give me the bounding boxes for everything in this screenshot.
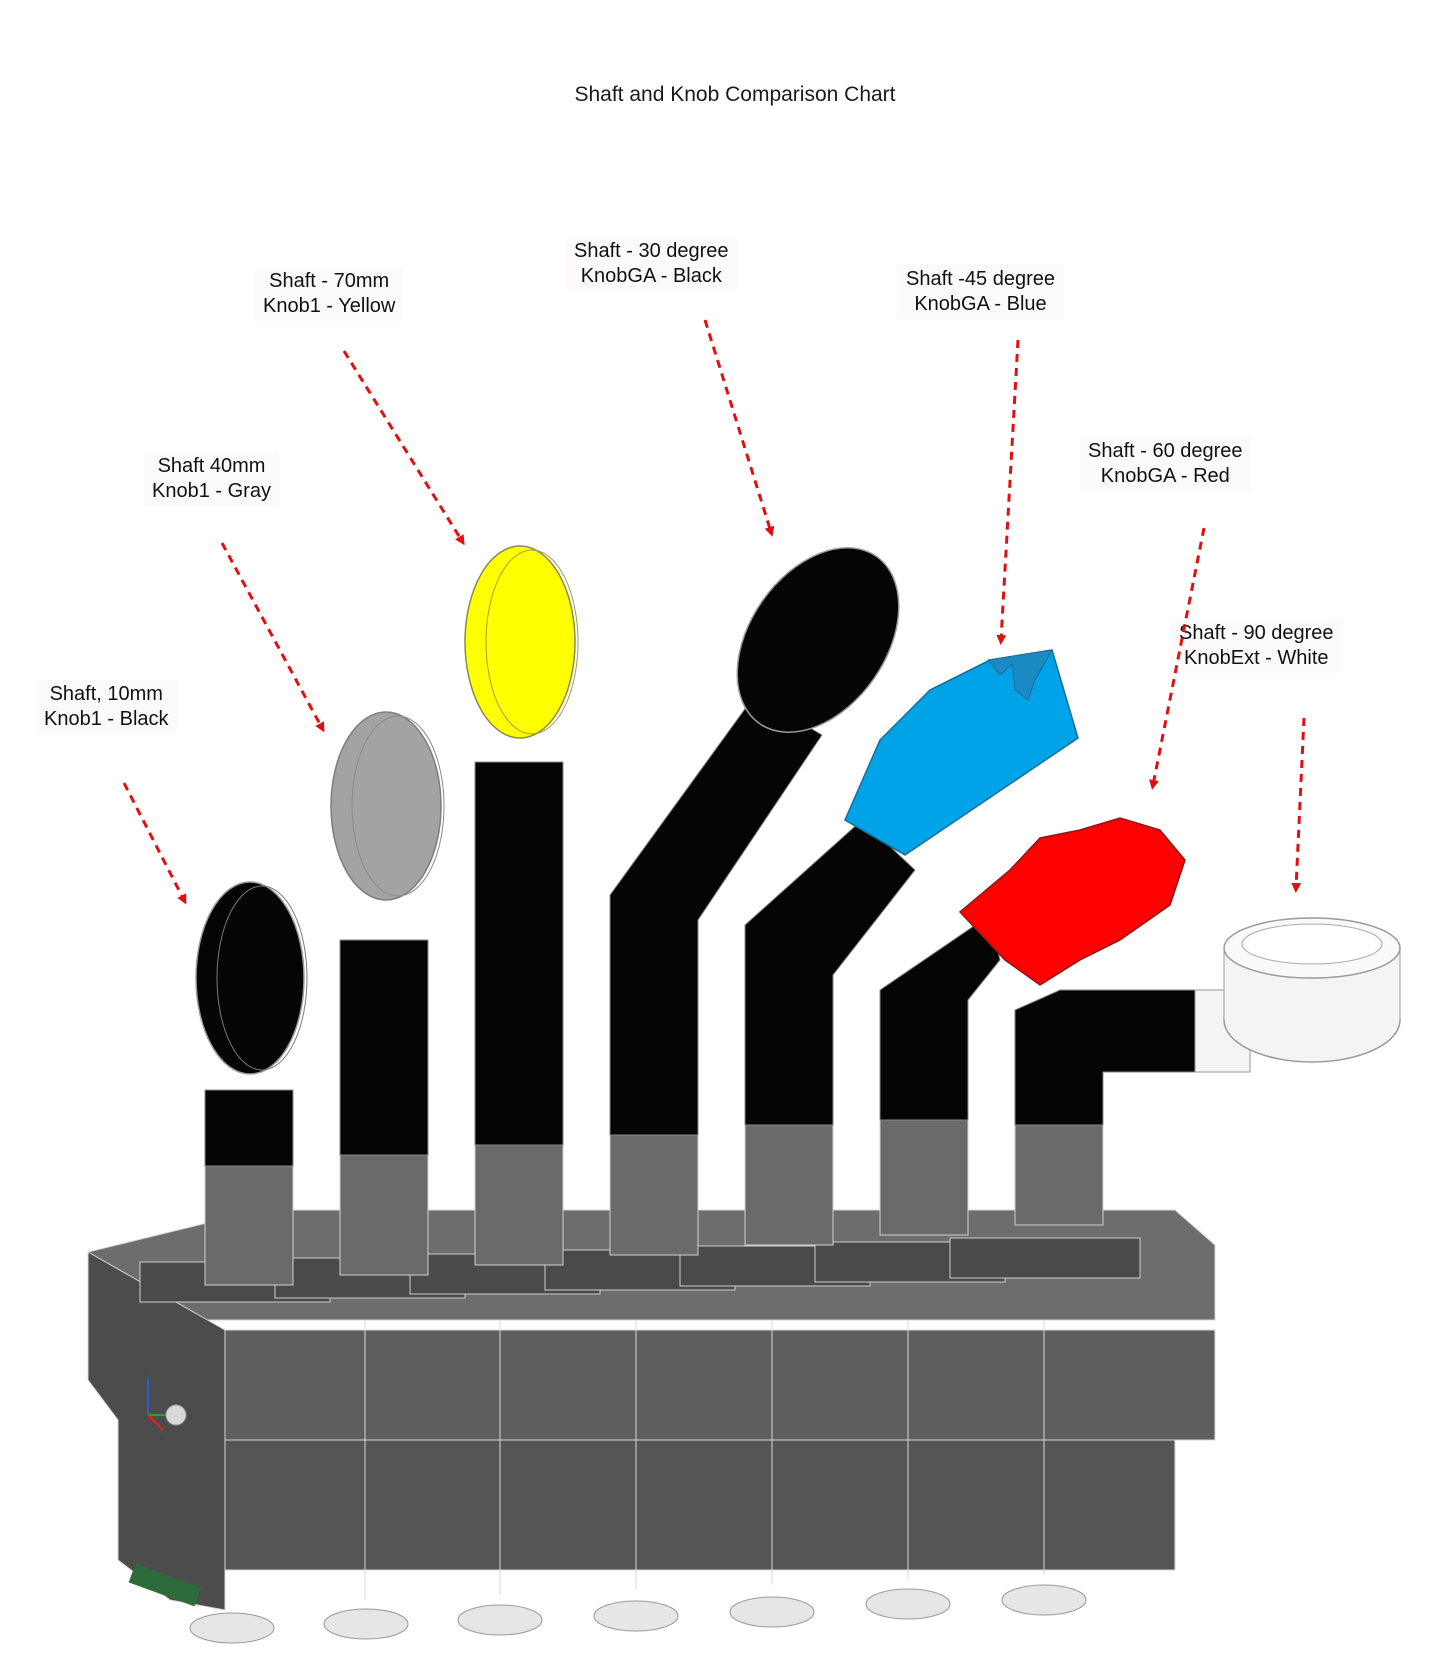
label-shaft-10mm: Shaft, 10mm Knob1 - Black <box>36 680 177 734</box>
label-shaft-text: Shaft - 90 degree <box>1179 622 1334 644</box>
housing-slots <box>139 1237 1141 1303</box>
shaft-1-black <box>204 1089 294 1167</box>
knob-5-blue <box>844 649 1079 856</box>
shaft-2-black <box>339 939 429 1156</box>
lever-shaft-60-degree <box>879 817 1186 1121</box>
label-shaft-text: Shaft, 10mm <box>49 683 163 705</box>
stem-4 <box>609 1131 699 1256</box>
label-knob-text: KnobGA - Red <box>1100 465 1230 487</box>
label-knob-text: KnobGA - Black <box>580 265 722 287</box>
label-shaft-30-degree: Shaft - 30 degree KnobGA - Black <box>566 237 737 291</box>
lever-shaft-70mm <box>464 545 579 1146</box>
lever-shaft-40mm <box>330 711 445 1156</box>
knob-6-red <box>958 817 1186 986</box>
housing-front-lower <box>224 1439 1176 1571</box>
housing-front-upper <box>224 1329 1216 1441</box>
shaft-7-black <box>1014 989 1196 1126</box>
label-knob-text: Knob1 - Yellow <box>263 295 396 317</box>
stem-3 <box>474 1141 564 1266</box>
label-shaft-text: Shaft 40mm <box>157 455 266 477</box>
chart-title: Shaft and Knob Comparison Chart <box>574 83 896 106</box>
axis-z-label: z <box>144 1367 149 1377</box>
shaft-stems <box>204 1101 1104 1286</box>
arrow-6 <box>1149 527 1206 790</box>
arrow-4 <box>703 319 775 537</box>
knob-4-black <box>736 547 900 733</box>
label-shaft-45-degree: Shaft -45 degree KnobGA - Blue <box>898 265 1063 319</box>
label-knob-text: KnobExt - White <box>1184 647 1329 669</box>
housing-module-seams <box>364 1320 1045 1600</box>
stem-6 <box>879 1111 969 1236</box>
label-shaft-text: Shaft - 70mm <box>269 270 390 292</box>
arrow-5 <box>996 339 1020 645</box>
lever-shaft-10mm <box>195 881 308 1167</box>
label-shaft-70mm: Shaft - 70mm Knob1 - Yellow <box>255 267 404 321</box>
arrow-2 <box>220 542 325 733</box>
stem-5 <box>744 1121 834 1246</box>
circuit-board <box>128 1563 202 1607</box>
arrow-7 <box>1291 717 1306 893</box>
axis-y-label: y <box>188 1410 193 1420</box>
shaft-6-black <box>879 914 1001 1121</box>
knob-3-yellow <box>464 545 576 739</box>
arrow-1 <box>122 782 187 905</box>
label-knob-text: KnobGA - Blue <box>914 293 1047 315</box>
label-shaft-text: Shaft - 30 degree <box>574 240 729 262</box>
stem-2 <box>339 1151 429 1276</box>
label-shaft-text: Shaft - 60 degree <box>1088 440 1243 462</box>
knob-1-black <box>195 881 305 1075</box>
shaft-4-black <box>609 694 823 1136</box>
housing-bottom-bumpers <box>189 1584 1087 1644</box>
axis-triad: z y x <box>144 1367 193 1442</box>
lever-shaft-90-degree <box>1014 917 1401 1126</box>
stem-1 <box>204 1161 294 1286</box>
shaft-3-black <box>474 761 564 1146</box>
axis-x-label: x <box>160 1432 165 1442</box>
label-shaft-60-degree: Shaft - 60 degree KnobGA - Red <box>1080 437 1251 491</box>
label-knob-text: Knob1 - Gray <box>152 480 271 502</box>
label-shaft-40mm: Shaft 40mm Knob1 - Gray <box>144 452 279 506</box>
label-knob-text: Knob1 - Black <box>44 708 169 730</box>
lever-shaft-45-degree <box>744 649 1079 1126</box>
lever-shaft-30-degree <box>609 547 900 1136</box>
shaft-5-black <box>744 819 916 1126</box>
label-shaft-90-degree: Shaft - 90 degree KnobExt - White <box>1171 619 1342 673</box>
knob-2-gray <box>330 711 442 901</box>
label-shaft-text: Shaft -45 degree <box>906 268 1055 290</box>
annotation-arrows <box>122 319 1306 905</box>
arrow-3 <box>342 350 465 546</box>
